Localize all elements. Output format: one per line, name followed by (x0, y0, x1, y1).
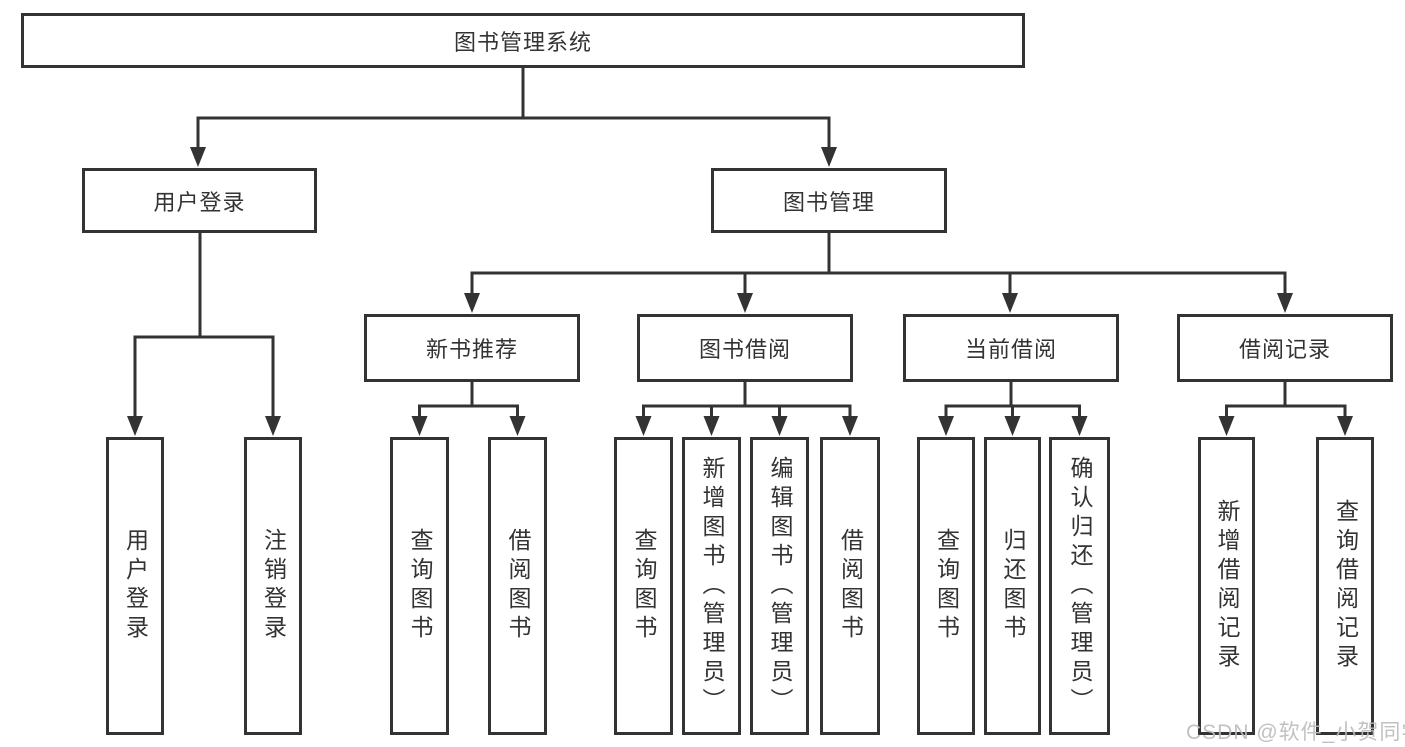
node-user-login-label: 用户登录 (153, 189, 246, 215)
node-book-borrow: 图书借阅 (637, 314, 853, 382)
leaf-query-books-recommend: 查询图书 (390, 437, 449, 735)
leaf-query-books-recommend-label: 查询图书 (407, 528, 433, 644)
leaf-query-books-borrow: 查询图书 (614, 437, 673, 735)
leaf-confirm-return-admin-label: 确认归还（管理员） (1067, 455, 1093, 717)
node-current-borrow: 当前借阅 (903, 314, 1119, 382)
leaf-add-book-admin: 新增图书（管理员） (682, 437, 741, 735)
node-current-borrow-label: 当前借阅 (964, 337, 1057, 362)
leaf-logout: 注销登录 (244, 437, 302, 735)
leaf-query-books-current-label: 查询图书 (933, 528, 960, 644)
leaf-user-login: 用户登录 (106, 437, 164, 735)
leaf-add-borrow-record: 新增借阅记录 (1198, 437, 1255, 735)
node-root-label: 图书管理系统 (453, 29, 592, 55)
node-root: 图书管理系统 (21, 13, 1025, 68)
node-borrow-records-label: 借阅记录 (1238, 337, 1331, 362)
leaf-logout-label: 注销登录 (260, 528, 287, 644)
node-new-book-recommend-label: 新书推荐 (425, 337, 518, 362)
leaf-confirm-return-admin: 确认归还（管理员） (1049, 437, 1110, 735)
csdn-watermark: CSDN @软件_小贺同学 (1186, 721, 1405, 744)
node-user-login: 用户登录 (82, 168, 317, 233)
leaf-user-login-label: 用户登录 (122, 528, 149, 644)
leaf-borrow-books-label: 借阅图书 (837, 528, 864, 644)
leaf-borrow-books: 借阅图书 (820, 437, 880, 735)
node-new-book-recommend: 新书推荐 (364, 314, 580, 382)
leaf-query-borrow-record-label: 查询借阅记录 (1332, 499, 1359, 673)
leaf-borrow-books-recommend: 借阅图书 (488, 437, 547, 735)
node-book-management-label: 图书管理 (782, 189, 875, 215)
leaf-edit-book-admin: 编辑图书（管理员） (750, 437, 809, 735)
node-book-management: 图书管理 (711, 168, 947, 233)
leaf-return-book-label: 归还图书 (1000, 528, 1026, 644)
leaf-borrow-books-recommend-label: 借阅图书 (505, 528, 531, 644)
arrowheads (127, 147, 1353, 436)
leaf-edit-book-admin-label: 编辑图书（管理员） (767, 455, 793, 717)
leaf-query-books-borrow-label: 查询图书 (631, 528, 657, 644)
node-book-borrow-label: 图书借阅 (698, 337, 791, 362)
leaf-return-book: 归还图书 (984, 437, 1041, 735)
leaf-query-books-current: 查询图书 (917, 437, 975, 735)
leaf-add-book-admin-label: 新增图书（管理员） (699, 455, 725, 717)
node-borrow-records: 借阅记录 (1177, 314, 1393, 382)
leaf-query-borrow-record: 查询借阅记录 (1316, 437, 1374, 735)
leaf-add-borrow-record-label: 新增借阅记录 (1214, 499, 1240, 673)
